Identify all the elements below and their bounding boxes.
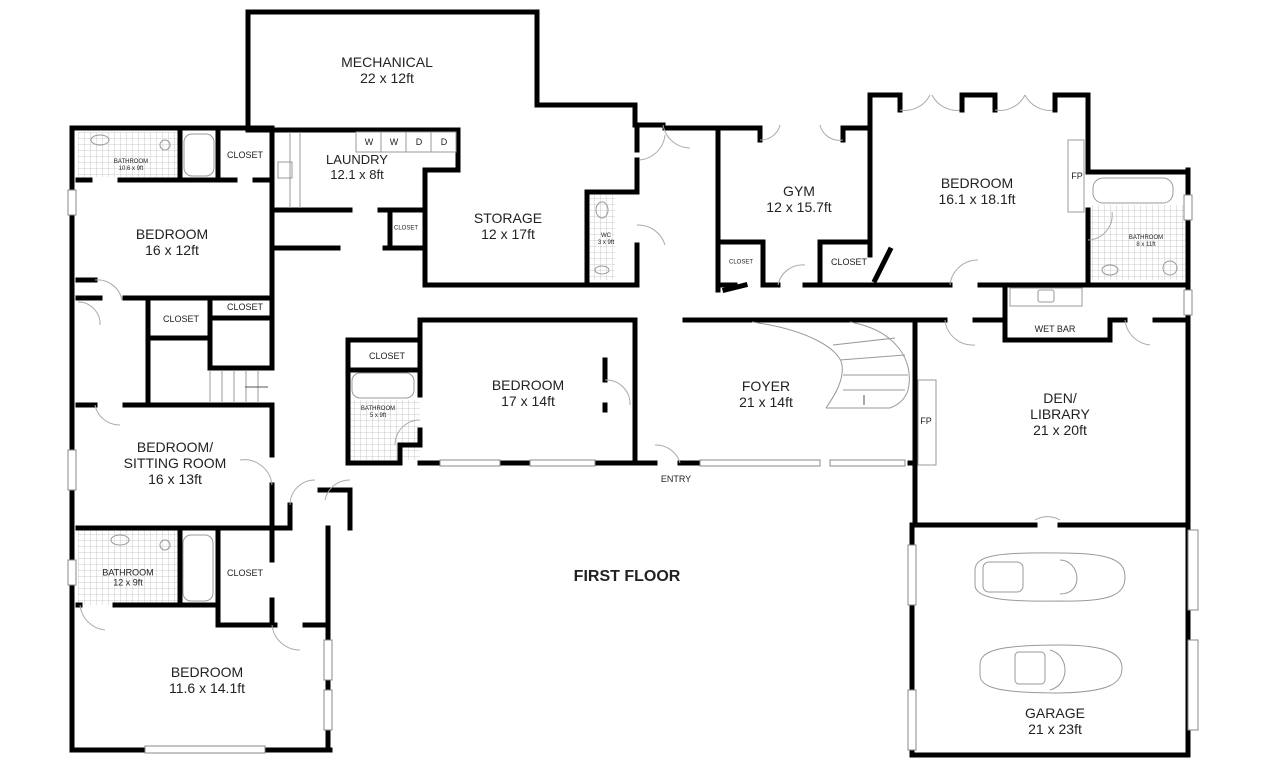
room-bedroom-sw: BEDROOM 11.6 x 14.1ft [168,663,246,696]
room-mechanical: MECHANICAL 22 x 12ft [341,54,433,86]
room-den-library: DEN/ LIBRARY 21 x 20ft [1030,389,1090,439]
closet-sw: CLOSET [226,567,264,578]
room-bedroom-sitting: BEDROOM/ SITTING ROOM 16 x 13ft [123,438,227,488]
closet-gym-left: CLOSET [728,259,754,266]
bathroom-center-floor [350,400,420,460]
laundry-appliance-d2: D [440,136,448,147]
wet-bar-label: WET BAR [1034,323,1076,334]
room-garage: GARAGE 21 x 23ft [1025,704,1085,737]
closet-nw: CLOSET [226,149,264,160]
closet-laundry: CLOSET [393,225,419,232]
bathroom-ne-floor [1090,205,1185,280]
car-icon [974,552,1126,602]
floor-title: FIRST FLOOR [573,567,681,585]
room-bathroom-center: BATHROOM 5 x 9ft [360,406,396,419]
fireplace-den: FP [920,415,932,426]
room-bathroom-sw: BATHROOM 12 x 9ft [102,567,154,588]
room-bathroom-nw: BATHROOM 10.6 x 9ft [113,159,149,172]
bathroom-nw-floor [78,132,180,177]
laundry-appliance-w2: W [389,136,399,147]
entry-label: ENTRY [660,473,692,484]
laundry-appliance-d1: D [415,136,423,147]
laundry-appliance-w1: W [364,136,374,147]
fireplace-bedroom: FP [1071,170,1083,181]
room-name: MECHANICAL [341,53,433,70]
closet-gym-right: CLOSET [830,256,868,267]
room-bathroom-ne: BATHROOM 8 x 11ft [1128,235,1164,248]
room-foyer: FOYER 21 x 14ft [739,377,793,410]
closet-hall-a: CLOSET [162,313,200,324]
room-wc: WC 3 x 9ft [597,233,615,246]
room-size: 22 x 12ft [360,70,414,86]
room-bedroom-ne: BEDROOM 16.1 x 18.1ft [938,174,1016,207]
closet-center: CLOSET [368,350,406,361]
wall-mechanical [245,9,666,133]
bathroom-sw-floor [78,530,180,605]
car-icon [979,644,1123,694]
room-gym: GYM 12 x 15.7ft [766,182,832,215]
closet-hall-b: CLOSET [226,301,264,312]
room-laundry: LAUNDRY 12.1 x 8ft [326,152,388,182]
room-bedroom-center: BEDROOM 17 x 14ft [491,376,565,409]
room-storage: STORAGE 12 x 17ft [473,209,543,242]
room-bedroom-nw: BEDROOM 16 x 12ft [135,225,209,258]
